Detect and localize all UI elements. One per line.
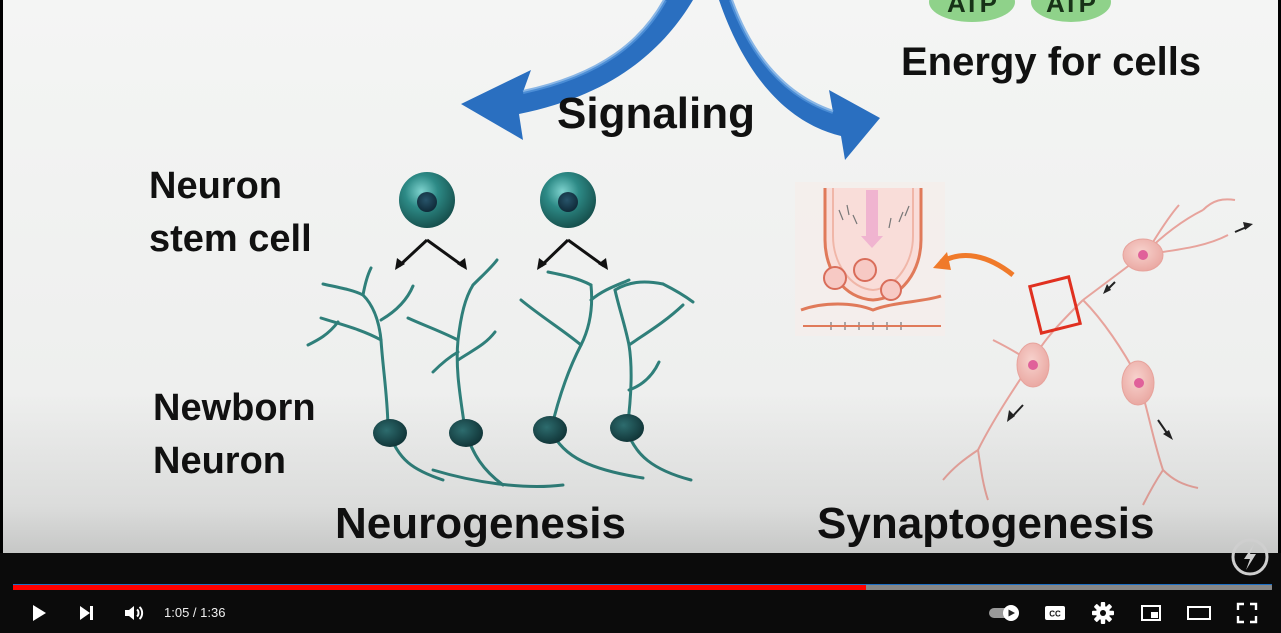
energy-label: Energy for cells (901, 40, 1202, 84)
controls-background (0, 553, 1281, 633)
theater-icon (1187, 606, 1211, 620)
pink-neuron-arrows (1007, 222, 1253, 440)
neurogenesis-label: Neurogenesis (335, 499, 626, 548)
synapse-highlight-box (1027, 275, 1083, 335)
theater-mode-button[interactable] (1180, 594, 1218, 632)
stem-cell-left (399, 172, 455, 228)
settings-icon (1092, 602, 1114, 624)
newborn-label-line1: Newborn (153, 387, 316, 429)
video-frame[interactable]: ATP ATP Signaling Energy for cells Neuro… (3, 0, 1278, 553)
synaptogenesis-label: Synaptogenesis (817, 499, 1155, 548)
orange-arrow (939, 253, 1015, 277)
play-button[interactable] (19, 594, 57, 632)
stem-label-line2: stem cell (149, 218, 312, 261)
atp-label-left: ATP (946, 0, 998, 18)
volume-icon (125, 606, 144, 620)
autoplay-toggle-icon (989, 605, 1019, 621)
progress-top-edge (13, 584, 1272, 585)
volume-button[interactable] (115, 594, 153, 632)
progress-played (13, 585, 867, 590)
atp-badge-right: ATP (1031, 0, 1111, 22)
split-arrows (397, 238, 605, 268)
signaling-arrow-left (461, 0, 693, 140)
time-total: 1:36 (200, 605, 226, 620)
channel-watermark-icon[interactable] (1230, 537, 1270, 577)
fullscreen-button[interactable] (1228, 594, 1266, 632)
pink-neuron-somas (1016, 238, 1164, 406)
time-separator: / (189, 605, 201, 620)
settings-button[interactable] (1084, 594, 1122, 632)
captions-icon: CC (1045, 606, 1065, 620)
synapse-diagram (795, 182, 945, 336)
fullscreen-icon (1236, 602, 1258, 624)
progress-bar[interactable] (13, 584, 1272, 590)
newborn-neurons-art (306, 258, 695, 488)
newborn-neuron-label: Newborn Neuron (153, 382, 316, 488)
captions-button[interactable]: CC (1036, 594, 1074, 632)
next-button[interactable] (67, 594, 105, 632)
autoplay-toggle[interactable] (985, 594, 1025, 632)
miniplayer-button[interactable] (1132, 594, 1170, 632)
play-icon (33, 605, 46, 621)
next-icon (80, 606, 93, 620)
atp-label-right: ATP (1045, 0, 1097, 18)
pink-neurons-art (942, 198, 1236, 506)
atp-badge-left: ATP (929, 0, 1015, 22)
control-bar: 1:05 / 1:36 CC (0, 594, 1281, 632)
stem-cell-right (540, 172, 596, 228)
time-current: 1:05 (164, 605, 190, 620)
newborn-neuron-somas (373, 414, 644, 447)
captions-label: CC (1049, 610, 1061, 619)
time-display: 1:05 / 1:36 (164, 605, 225, 620)
newborn-label-line2: Neuron (153, 440, 286, 483)
neuron-stem-cell-label: Neuron stem cell (149, 160, 312, 266)
stem-label-line1: Neuron (149, 165, 282, 207)
signaling-arrow-right (719, 0, 880, 160)
video-illustration (306, 0, 1253, 506)
miniplayer-icon (1141, 605, 1161, 621)
signaling-label: Signaling (557, 89, 755, 138)
